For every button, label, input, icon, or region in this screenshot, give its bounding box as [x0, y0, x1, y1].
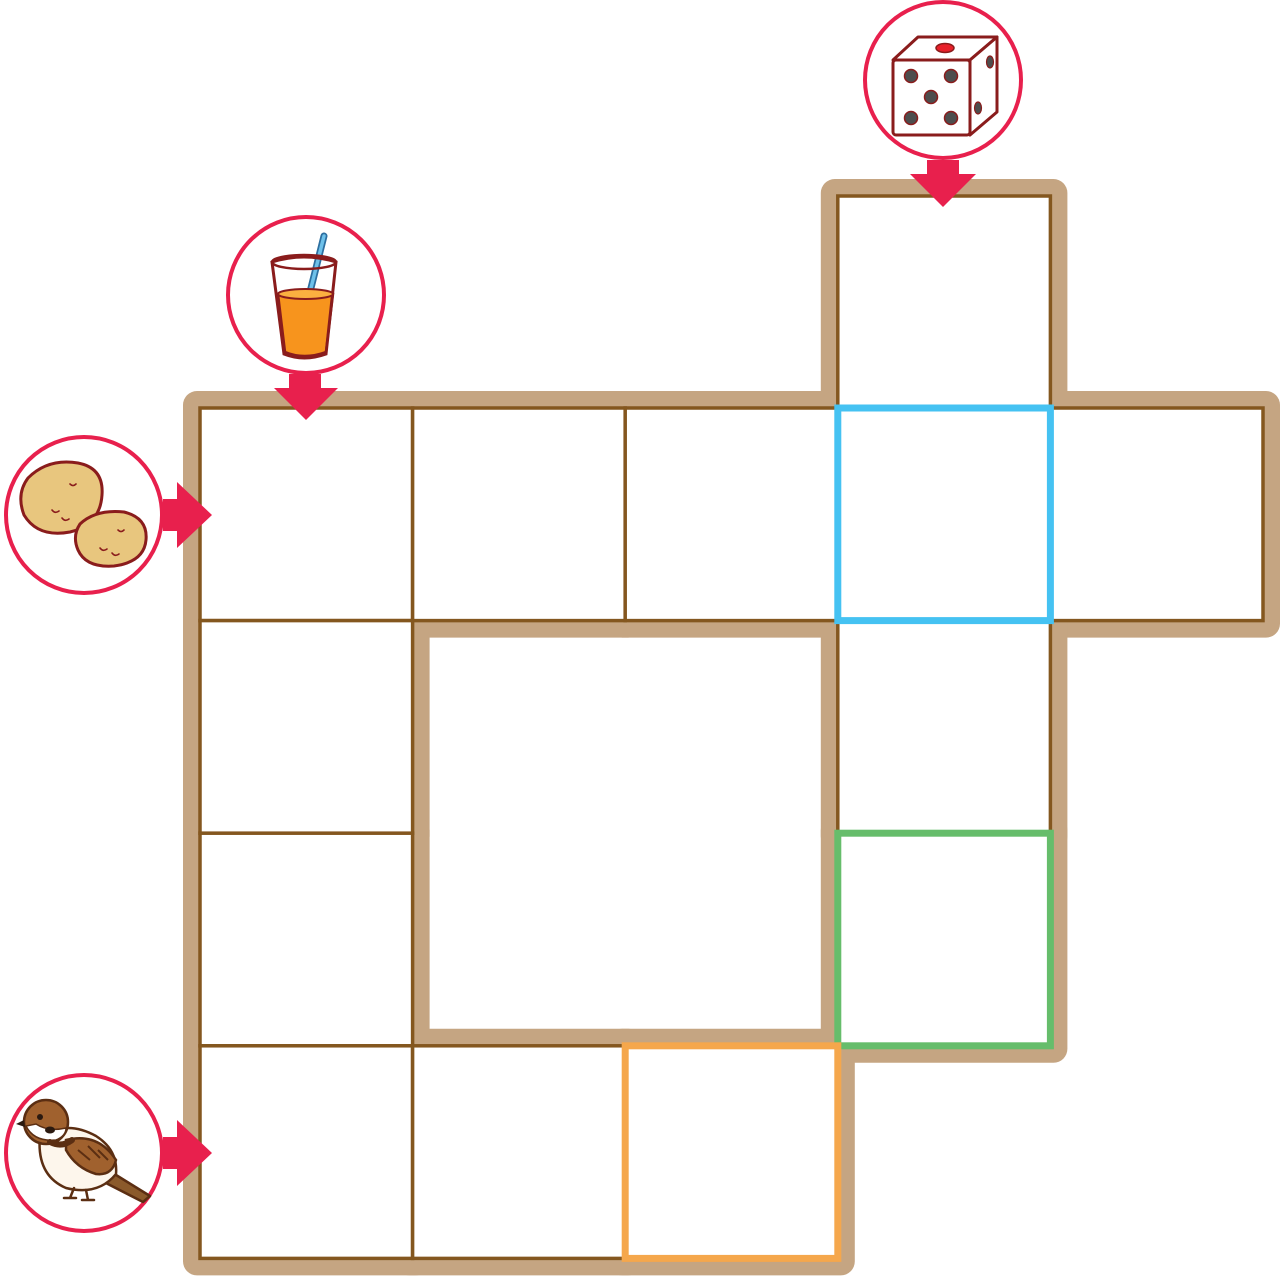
grid-cell-1-3[interactable] [838, 408, 1051, 621]
crossword-grid [200, 196, 1263, 1258]
grid-cell-1-2[interactable] [625, 408, 838, 621]
clue-potato-badge[interactable] [6, 437, 212, 593]
clue-sparrow-badge[interactable] [6, 1075, 212, 1231]
grid-cell-4-1[interactable] [413, 1046, 626, 1259]
grid-cell-2-0[interactable] [200, 621, 413, 834]
grid-cell-0-3[interactable] [838, 196, 1051, 408]
grid-cell-3-3[interactable] [838, 833, 1051, 1046]
grid-cell-1-4[interactable] [1050, 408, 1263, 621]
clue-dice-badge[interactable] [865, 2, 1021, 207]
dice-icon [893, 37, 997, 135]
grid-cell-2-3[interactable] [838, 621, 1051, 834]
clue-juice-badge[interactable] [228, 217, 384, 420]
grid-cell-4-2[interactable] [625, 1046, 838, 1259]
grid-cell-4-0[interactable] [200, 1046, 413, 1259]
grid-cell-1-1[interactable] [413, 408, 626, 621]
grid-cell-3-0[interactable] [200, 833, 413, 1046]
grid-cell-1-0[interactable] [200, 408, 413, 621]
